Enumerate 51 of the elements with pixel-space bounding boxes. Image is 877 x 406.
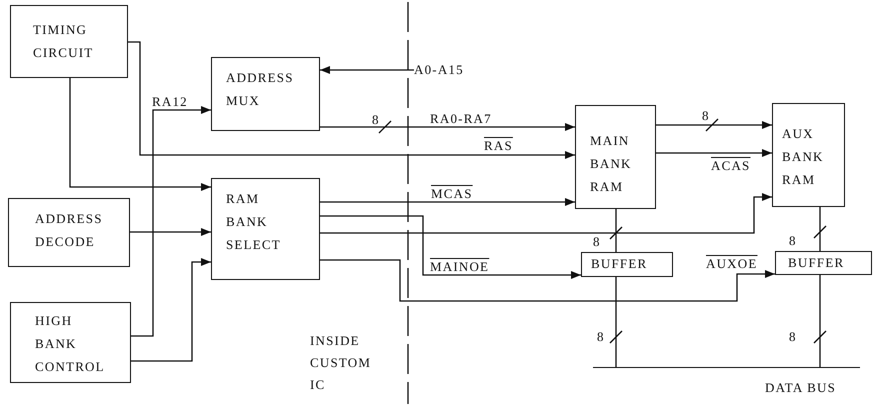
bus-width-label: 8	[789, 233, 797, 248]
function-block	[10, 5, 128, 78]
block-label: MAIN BANK RAM	[590, 132, 632, 196]
signal-line	[320, 193, 772, 234]
signal-line	[320, 198, 575, 206]
bus-label: DATA BUS	[765, 379, 836, 397]
signal-line	[320, 123, 575, 131]
signal-label: RA12	[152, 94, 188, 109]
signal-line	[128, 41, 575, 159]
block-label: HIGH BANK CONTROL	[35, 312, 105, 376]
block-label: BUFFER	[788, 254, 844, 272]
bus-width-label: 8	[372, 112, 380, 127]
signal-label: RA0-RA7	[430, 111, 492, 126]
signal-label: MAINOE	[430, 259, 490, 274]
block-label: AUX BANK RAM	[782, 125, 824, 189]
function-block	[211, 57, 320, 131]
note-text: INSIDE CUSTOM IC	[310, 332, 372, 394]
function-block	[772, 103, 845, 207]
bus-width-label: 8	[593, 234, 601, 249]
signal-line	[615, 209, 617, 252]
signal-line	[320, 66, 414, 74]
signal-line	[131, 258, 211, 362]
function-block	[575, 105, 656, 209]
signal-line	[130, 228, 211, 236]
block-label: TIMING CIRCUIT	[33, 21, 94, 62]
bus-width-label: 8	[597, 329, 605, 344]
bus-width-label: 8	[789, 329, 797, 344]
function-block	[8, 198, 130, 267]
signal-line	[656, 149, 772, 157]
signal-line	[656, 121, 772, 129]
signal-line	[320, 259, 775, 302]
signal-line	[819, 207, 821, 251]
function-block	[10, 302, 131, 383]
signal-label: A0-A15	[414, 62, 464, 77]
block-label: ADDRESS DECODE	[35, 210, 103, 251]
function-block	[211, 178, 320, 280]
block-label: BUFFER	[591, 255, 648, 273]
buffer-block	[775, 251, 872, 275]
signal-line	[819, 275, 821, 367]
signal-line	[320, 215, 581, 279]
signal-line	[69, 78, 211, 191]
signal-label: RAS	[484, 138, 513, 153]
signal-line	[131, 106, 211, 337]
block-label: RAM BANK SELECT	[226, 190, 281, 254]
signal-label: AUXOE	[706, 256, 758, 271]
block-label: ADDRESS MUX	[226, 69, 294, 110]
signal-label: MCAS	[431, 186, 473, 201]
signal-line	[615, 277, 617, 367]
bus-width-label: 8	[702, 108, 710, 123]
signal-label: ACAS	[711, 158, 750, 173]
buffer-block	[581, 252, 673, 277]
